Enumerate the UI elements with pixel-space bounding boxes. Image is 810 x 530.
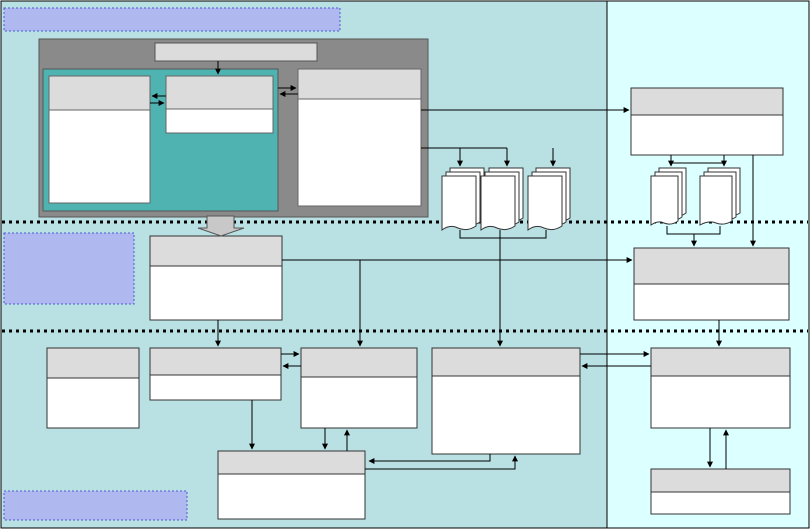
- stacks-merge: [459, 230, 547, 239]
- document-stack-3: [527, 167, 571, 231]
- document-stack-5: [699, 167, 741, 226]
- box-e: [149, 235, 283, 321]
- box-m: [650, 468, 791, 515]
- box-b: [165, 75, 274, 134]
- box-l-to-box-j: [365, 455, 518, 470]
- box-a: [48, 75, 151, 204]
- box-i: [300, 347, 418, 429]
- box-j: [431, 347, 581, 455]
- connectors: [150, 61, 756, 470]
- box-d: [630, 87, 784, 156]
- box-k: [650, 347, 791, 429]
- zone-tag-top: [3, 7, 341, 32]
- box-c: [297, 68, 422, 207]
- box-l: [217, 450, 366, 520]
- box-g: [46, 347, 140, 429]
- document-stack-2: [480, 167, 524, 231]
- transfer-arrow: [197, 215, 245, 237]
- document-stack-4: [650, 167, 687, 226]
- zone-tag-middle: [3, 232, 135, 305]
- box-f: [633, 247, 790, 321]
- box-j-to-box-l: [368, 454, 491, 464]
- banner-box: [154, 42, 318, 62]
- box-h: [149, 347, 282, 401]
- zone-tag-bottom: [3, 490, 188, 521]
- document-stack-1: [441, 167, 485, 231]
